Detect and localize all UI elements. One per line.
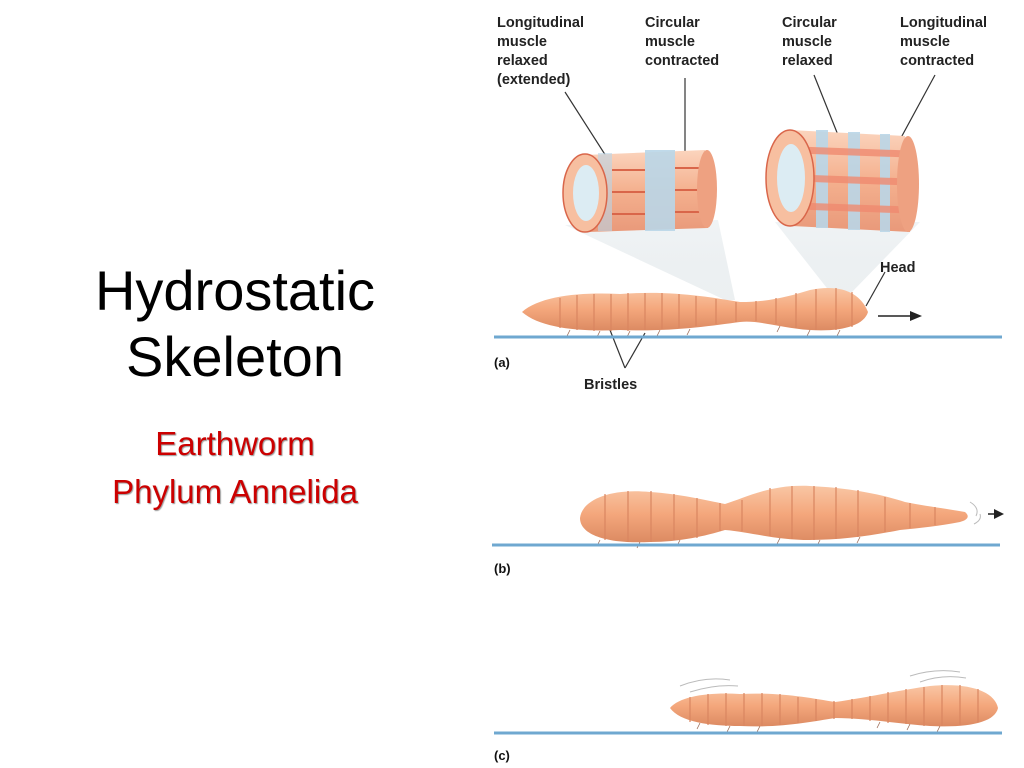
muscle-tube-extended <box>562 150 717 233</box>
panel-label-a: (a) <box>494 355 510 370</box>
title-line-2: Skeleton <box>126 325 344 388</box>
projection-cone-right <box>775 222 920 292</box>
label-longitudinal-contracted: Longitudinal muscle contracted <box>900 15 991 69</box>
worm-panel-a <box>522 288 868 338</box>
label-circular-contracted: Circular muscle contracted <box>645 15 719 69</box>
panel-label-c: (c) <box>494 748 510 763</box>
slide-title: Hydrostatic Skeleton <box>40 258 430 390</box>
subtitle-line-2: Phylum Annelida <box>112 473 358 510</box>
head-arrowhead-b <box>994 509 1004 519</box>
label-longitudinal-relaxed: Longitudinal muscle relaxed (extended) <box>497 15 588 88</box>
muscle-tube-contracted <box>765 129 919 232</box>
earthworm-locomotion-diagram: Longitudinal muscle relaxed (extended) C… <box>492 15 1004 763</box>
subtitle-line-1: Earthworm <box>155 425 315 462</box>
worm-panel-c <box>670 670 998 733</box>
worm-panel-b <box>580 485 981 549</box>
label-bristles: Bristles <box>584 377 637 393</box>
slide-subtitle: Earthworm Phylum Annelida <box>40 420 430 516</box>
panel-label-b: (b) <box>494 561 511 576</box>
title-line-1: Hydrostatic <box>94 259 376 322</box>
label-circular-relaxed: Circular muscle relaxed <box>782 15 841 69</box>
label-head: Head <box>880 260 915 276</box>
head-arrowhead-a <box>910 311 922 321</box>
projection-cone-left <box>565 220 735 300</box>
